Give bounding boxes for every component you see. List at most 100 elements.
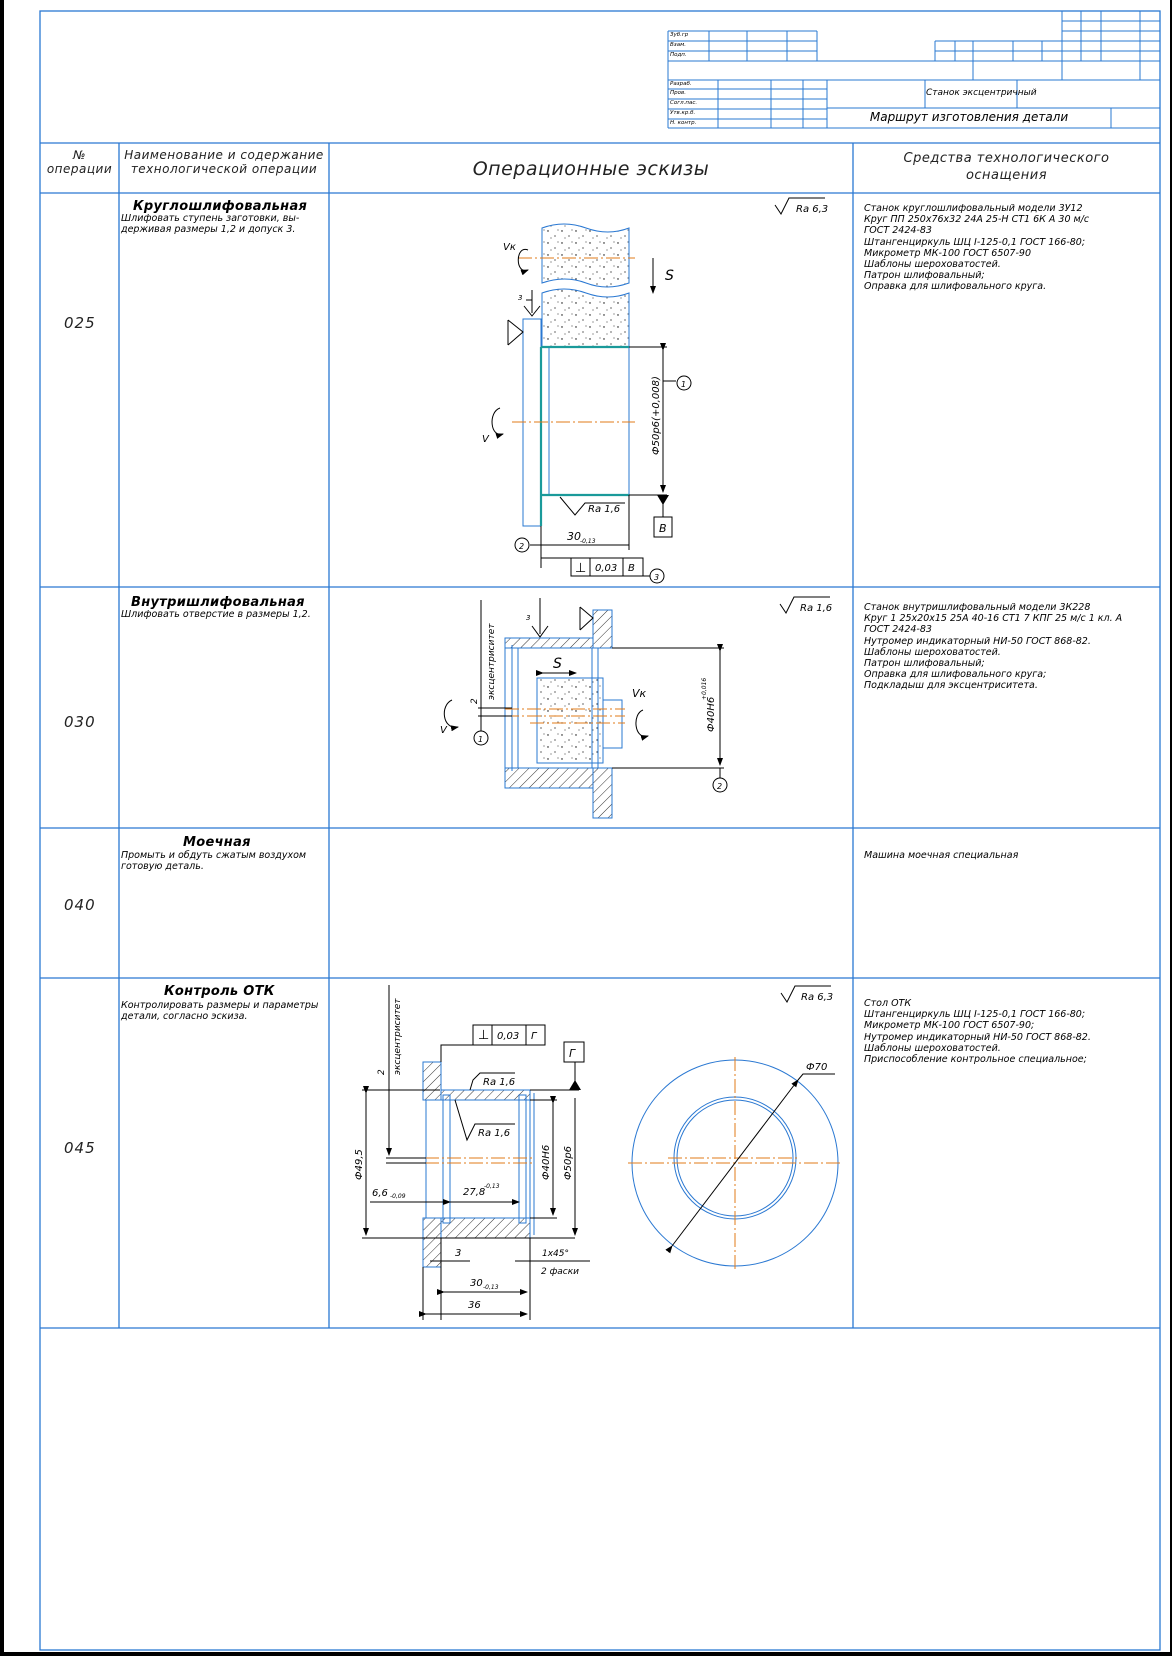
bore-diameter: Ф40Н6 — [706, 697, 717, 732]
dim-30-tolerance: -0,13 — [483, 1284, 499, 1291]
datum-label: Г — [569, 1047, 576, 1060]
op-description: Шлифовать отверстие в размеры 1,2. — [121, 609, 311, 620]
tool-item: ГОСТ 2424-83 — [864, 225, 932, 237]
diameter-49-5: Ф49,5 — [354, 1149, 365, 1180]
op-description-line: Шлифовать отверстие в размеры 1,2. — [121, 609, 311, 620]
tb-label: Утв.кр.б. — [670, 110, 696, 116]
op-description-line: Контролировать размеры и параметры — [121, 1000, 319, 1011]
tolerance-value: 0,03 — [497, 1031, 519, 1042]
tool-item: Нутромер индикаторный НИ-50 ГОСТ 868-82. — [864, 635, 1091, 647]
dim-30: 30 — [470, 1278, 483, 1289]
header-tools-line2: оснащения — [965, 168, 1048, 183]
dim-36: 36 — [468, 1300, 481, 1311]
tool-item: Оправка для шлифовального круга. — [864, 281, 1047, 293]
tb-label: Согл.пас. — [670, 100, 698, 106]
tool-item: Штангенциркуль ШЦ I-125-0,1 ГОСТ 166-80; — [864, 1009, 1086, 1021]
tb-label: Разраб. — [670, 81, 692, 87]
bore-roughness: Ra 1,6 — [478, 1128, 510, 1139]
op-name: Внутришлифовальная — [131, 595, 305, 610]
datum-label: В — [659, 522, 667, 535]
roughness-label: Ra 6,3 — [796, 204, 828, 215]
part-name: Станок эксцентричный — [926, 88, 1037, 98]
length-dimension: 30 — [567, 530, 581, 543]
op-number: 040 — [64, 896, 96, 914]
op-number: 025 — [64, 314, 96, 332]
tool-item: Шаблоны шероховатостей. — [864, 258, 1001, 270]
op-description-line: готовую деталь. — [121, 861, 204, 872]
spindle — [602, 699, 623, 749]
op-number: 045 — [64, 1139, 96, 1157]
op-name: Контроль ОТК — [164, 984, 275, 999]
sketch-030: Ra 1,6 эксцентрисите — [440, 596, 832, 819]
roughness-label: Ra 6,3 — [801, 992, 833, 1003]
chamfer-note: 2 фаски — [541, 1267, 579, 1277]
tb-label: Пров. — [670, 90, 686, 96]
eccentricity-value: 2 — [470, 698, 480, 704]
end-view — [628, 1057, 842, 1270]
tolerance-value: 0,03 — [595, 563, 617, 574]
callout-2: 2 — [717, 782, 722, 791]
header-op-number-line1: № — [73, 148, 86, 162]
header-tools: Средства технологического оснащения — [853, 150, 1160, 184]
roughness-icon — [780, 985, 831, 1003]
header-op-number-line2: операции — [46, 162, 113, 176]
tool-item: Круг 1 25х20х15 25А 40-16 СТ1 7 КПГ 25 м… — [864, 613, 1123, 625]
header-tools-line1: Средства технологического — [903, 151, 1110, 166]
op-description-line: Промыть и обдуть сжатым воздухом — [121, 850, 307, 861]
sketch-025: Ra 6,3 — [482, 197, 828, 584]
op-description-line: Шлифовать ступень заготовки, вы- — [121, 213, 300, 224]
tool-item: Оправка для шлифовального круга; — [864, 669, 1047, 681]
clamp-mark: 3 — [518, 294, 522, 302]
tolerance-datum: В — [628, 563, 635, 574]
wheel-speed-label: Vк — [503, 242, 516, 253]
callout-1: 1 — [478, 735, 483, 744]
tolerance-datum: Г — [531, 1031, 538, 1042]
header-op-name: Наименование и содержание технологическо… — [119, 148, 329, 176]
tool-item: Штангенциркуль ШЦ I-125-0,1 ГОСТ 166-80; — [864, 236, 1086, 248]
tb-label: Подп. — [670, 52, 687, 58]
op-tools-list: Станок внутришлифовальный модели 3К228 К… — [864, 602, 1122, 692]
tool-item: Шаблоны шероховатостей. — [864, 646, 1001, 658]
tool-item: Машина моечная специальная — [864, 850, 1019, 861]
tool-item: Станок круглошлифовальный модели 3У12 — [864, 203, 1083, 214]
dim-27-8-tolerance: -0,13 — [484, 1183, 500, 1190]
roughness-icon — [774, 197, 825, 215]
diameter-70: Ф70 — [806, 1062, 827, 1073]
length-tolerance: -0,13 — [580, 538, 596, 545]
op-description-line: держивая размеры 1,2 и допуск 3. — [121, 224, 296, 235]
header-op-name-line1: Наименование и содержание — [124, 148, 324, 162]
perpendicularity-icon: ⊥ — [575, 561, 586, 576]
grinding-wheel-lower — [541, 288, 630, 348]
tool-item: Патрон шлифовальный; — [864, 270, 985, 282]
tool-item: Микрометр МК-100 ГОСТ 6507-90; — [864, 1020, 1035, 1032]
title-block-grid — [667, 11, 1160, 129]
op-description: Промыть и обдуть сжатым воздухом готовую… — [121, 850, 306, 872]
header-op-name-line2: технологической операции — [130, 162, 318, 176]
bore-tolerance: +0,016 — [701, 678, 708, 700]
grinding-wheel — [541, 223, 630, 288]
diameter-40: Ф40Н6 — [541, 1145, 552, 1180]
dim-3: 3 — [455, 1248, 461, 1259]
dim-6-6: 6,6 — [372, 1188, 388, 1199]
callout-3: 3 — [654, 573, 659, 582]
op-number: 030 — [64, 713, 96, 731]
feed-label: S — [665, 268, 674, 284]
work-speed-label: V — [482, 434, 490, 445]
tool-item: Стол ОТК — [864, 998, 912, 1009]
surface-roughness: Ra 1,6 — [483, 1077, 515, 1088]
clamp-mark: 3 — [526, 614, 530, 622]
feed-label: S — [553, 656, 562, 672]
tool-item: Микрометр МК-100 ГОСТ 6507-90 — [864, 247, 1031, 259]
op-description: Шлифовать ступень заготовки, вы- держива… — [121, 213, 299, 235]
header-op-number: № операции — [40, 148, 119, 176]
wheel-speed-label: Vк — [632, 687, 647, 700]
tb-label: Зуб.гр — [670, 32, 689, 38]
eccentricity-value: 2 — [377, 1069, 387, 1075]
tool-item: Патрон шлифовальный; — [864, 657, 985, 669]
header-sketches: Операционные эскизы — [472, 158, 710, 180]
op-description-line: детали, согласно эскиза. — [121, 1011, 248, 1022]
table-grid — [39, 10, 1161, 1651]
op-tools-list: Машина моечная специальная — [864, 850, 1018, 861]
